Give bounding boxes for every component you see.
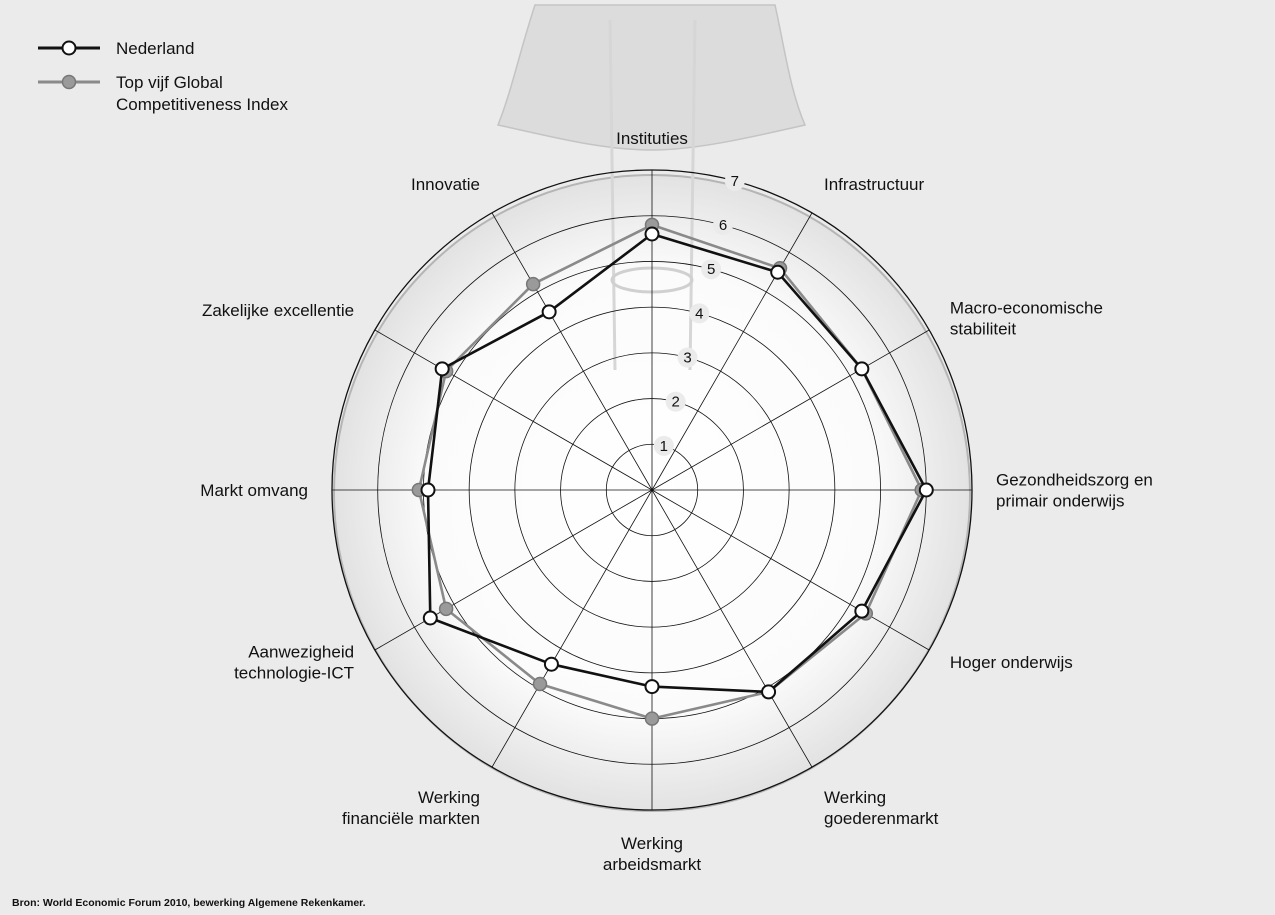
tick-label-bg-4 <box>689 303 710 324</box>
category-label-10: Zakelijke excellentie <box>202 301 354 320</box>
category-label-9: Markt omvang <box>200 481 308 500</box>
point-nederland-6 <box>644 679 660 695</box>
category-label-1: Infrastructuur <box>824 175 924 194</box>
point-top5-11 <box>525 276 541 292</box>
point-nederland-1 <box>770 264 786 280</box>
point-nederland-0 <box>644 226 660 242</box>
radial-tick-labels: 1 2 3 4 5 6 7 <box>653 170 745 456</box>
point-top5-7 <box>532 676 548 692</box>
category-label-7-line-1: financiële markten <box>342 809 480 828</box>
point-nederland-11 <box>541 304 557 320</box>
grid-spoke-1 <box>651 212 813 491</box>
tick-label-5: 5 <box>707 261 715 278</box>
tick-label-bg-7 <box>724 170 745 191</box>
category-label-7: Werking financiële markten <box>342 788 480 828</box>
legend-label-top5-line-1: Top vijf Global <box>116 73 223 92</box>
category-label-8-line-0: Aanwezigheid <box>248 643 354 662</box>
tick-label-bg-6 <box>712 215 733 236</box>
series-nederland <box>420 226 934 700</box>
category-label-7-line-0: Werking <box>418 788 480 807</box>
tick-label-6: 6 <box>719 217 727 234</box>
category-label-11-line-0: Innovatie <box>411 175 480 194</box>
point-top5-6 <box>644 711 660 726</box>
legend-label-top5-line-2: Competitiveness Index <box>116 95 288 114</box>
legend: Nederland Top vijf Global Competitivenes… <box>38 39 288 114</box>
category-labels: InstitutiesInfrastructuurMacro-economisc… <box>200 129 1153 874</box>
category-label-8-line-1: technologie-ICT <box>234 664 354 683</box>
grid-spoke-2 <box>651 329 930 491</box>
tick-label-1: 1 <box>660 438 668 455</box>
category-label-2-line-0: Macro-economische <box>950 299 1103 318</box>
category-label-2-line-1: stabiliteit <box>950 320 1016 339</box>
category-label-10-line-0: Zakelijke excellentie <box>202 301 354 320</box>
grid-spoke-10 <box>374 329 653 491</box>
bulb-neck-shape <box>496 4 807 151</box>
category-label-9-line-0: Markt omvang <box>200 481 308 500</box>
grid-spoke-8 <box>374 489 653 651</box>
tick-label-7: 7 <box>731 173 739 190</box>
legend-label-nederland-line: Nederland <box>116 39 194 58</box>
tick-label-bg-2 <box>665 391 686 412</box>
legend-item-top5: Top vijf Global Competitiveness Index <box>38 73 288 114</box>
category-label-3-line-1: primair onderwijs <box>996 492 1124 511</box>
tick-label-3: 3 <box>683 350 691 367</box>
legend-label-top5: Top vijf Global Competitiveness Index <box>116 73 288 114</box>
tick-label-4: 4 <box>695 305 703 322</box>
point-nederland-9 <box>420 482 436 498</box>
point-nederland-3 <box>918 482 934 498</box>
point-nederland-10 <box>434 361 450 377</box>
category-label-5: Werking goederenmarkt <box>824 788 939 828</box>
point-nederland-5 <box>761 684 777 700</box>
source-note: Bron: World Economic Forum 2010, bewerki… <box>12 897 366 909</box>
grid-spoke-7 <box>491 489 653 768</box>
point-nederland-7 <box>543 656 559 672</box>
tick-label-2: 2 <box>671 394 679 411</box>
filament-stem-left <box>608 19 617 371</box>
point-top5-8 <box>438 601 454 617</box>
category-label-8: Aanwezigheid technologie-ICT <box>234 643 354 683</box>
legend-marker-nederland <box>61 40 77 56</box>
category-label-2: Macro-economische stabiliteit <box>950 299 1103 339</box>
category-label-6-line-1: arbeidsmarkt <box>603 855 702 874</box>
point-nederland-8 <box>422 610 438 626</box>
category-label-4-line-0: Hoger onderwijs <box>950 653 1073 672</box>
category-label-4: Hoger onderwijs <box>950 653 1073 672</box>
category-label-1-line-0: Infrastructuur <box>824 175 924 194</box>
category-label-5-line-0: Werking <box>824 788 886 807</box>
point-nederland-2 <box>854 361 870 377</box>
tick-label-bg-1 <box>653 435 674 456</box>
tick-label-bg-5 <box>701 259 722 280</box>
grid-spoke-5 <box>651 489 813 768</box>
legend-item-nederland: Nederland <box>38 39 194 58</box>
category-label-0: Instituties <box>616 129 688 148</box>
data-series <box>411 217 934 726</box>
point-nederland-4 <box>854 603 870 619</box>
category-label-3: Gezondheidszorg en primair onderwijs <box>996 471 1153 511</box>
category-label-6-line-0: Werking <box>621 834 683 853</box>
legend-label-nederland: Nederland <box>116 39 194 58</box>
category-label-3-line-0: Gezondheidszorg en <box>996 471 1153 490</box>
category-label-11: Innovatie <box>411 175 480 194</box>
grid-spoke-4 <box>651 489 930 651</box>
radar-grid <box>331 169 973 811</box>
category-label-5-line-1: goederenmarkt <box>824 809 939 828</box>
category-label-6: Werking arbeidsmarkt <box>603 834 702 874</box>
tick-label-bg-3 <box>677 347 698 368</box>
grid-spoke-11 <box>491 212 653 491</box>
category-label-0-line-0: Instituties <box>616 129 688 148</box>
legend-marker-top5 <box>61 74 77 90</box>
